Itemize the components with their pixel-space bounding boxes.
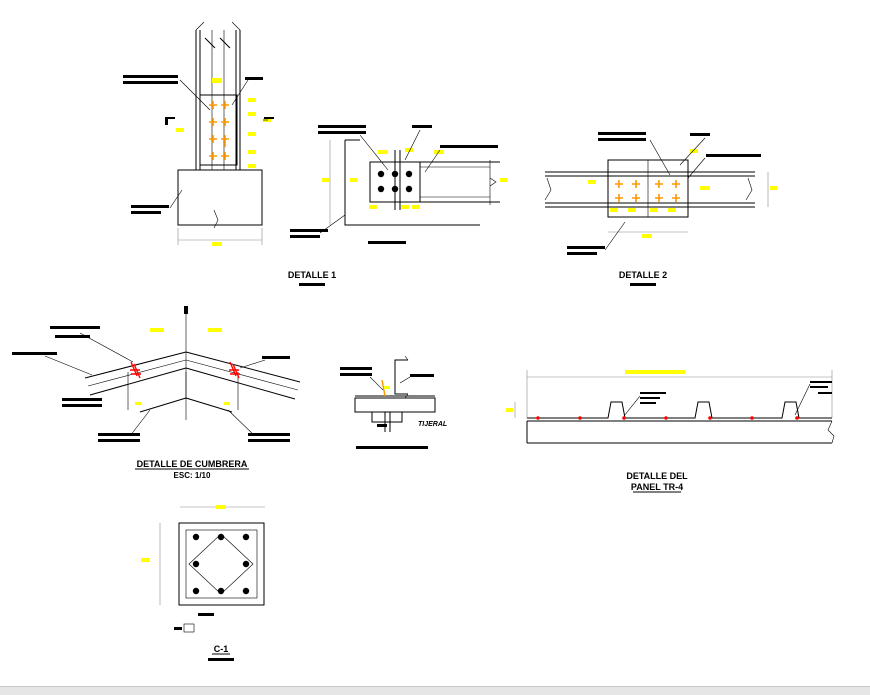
- panel-tr4-detail: [506, 370, 835, 444]
- column-c1-title: C-1: [214, 644, 229, 654]
- truss-purlin-detail: [340, 355, 436, 449]
- ridge-detail-scale: ESC: 1/10: [174, 471, 211, 480]
- panel-title-line2: PANEL TR-4: [631, 482, 683, 492]
- column-c1-section: [141, 505, 265, 633]
- panel-title-line1: DETALLE DEL: [626, 471, 688, 481]
- detail-1-bolts: [209, 101, 229, 160]
- detail-2-beam-splice: [544, 132, 777, 255]
- detail-1-beam-plate: [290, 125, 507, 244]
- detail-1-title: DETALLE 1: [288, 270, 336, 280]
- status-bar: [0, 686, 870, 695]
- ridge-detail: [12, 306, 301, 442]
- truss-label: TIJERAL: [418, 421, 447, 428]
- detail-1-column-base: [123, 21, 274, 246]
- detail-2-title: DETALLE 2: [619, 270, 667, 280]
- ridge-detail-title: DETALLE DE CUMBRERA: [137, 459, 248, 469]
